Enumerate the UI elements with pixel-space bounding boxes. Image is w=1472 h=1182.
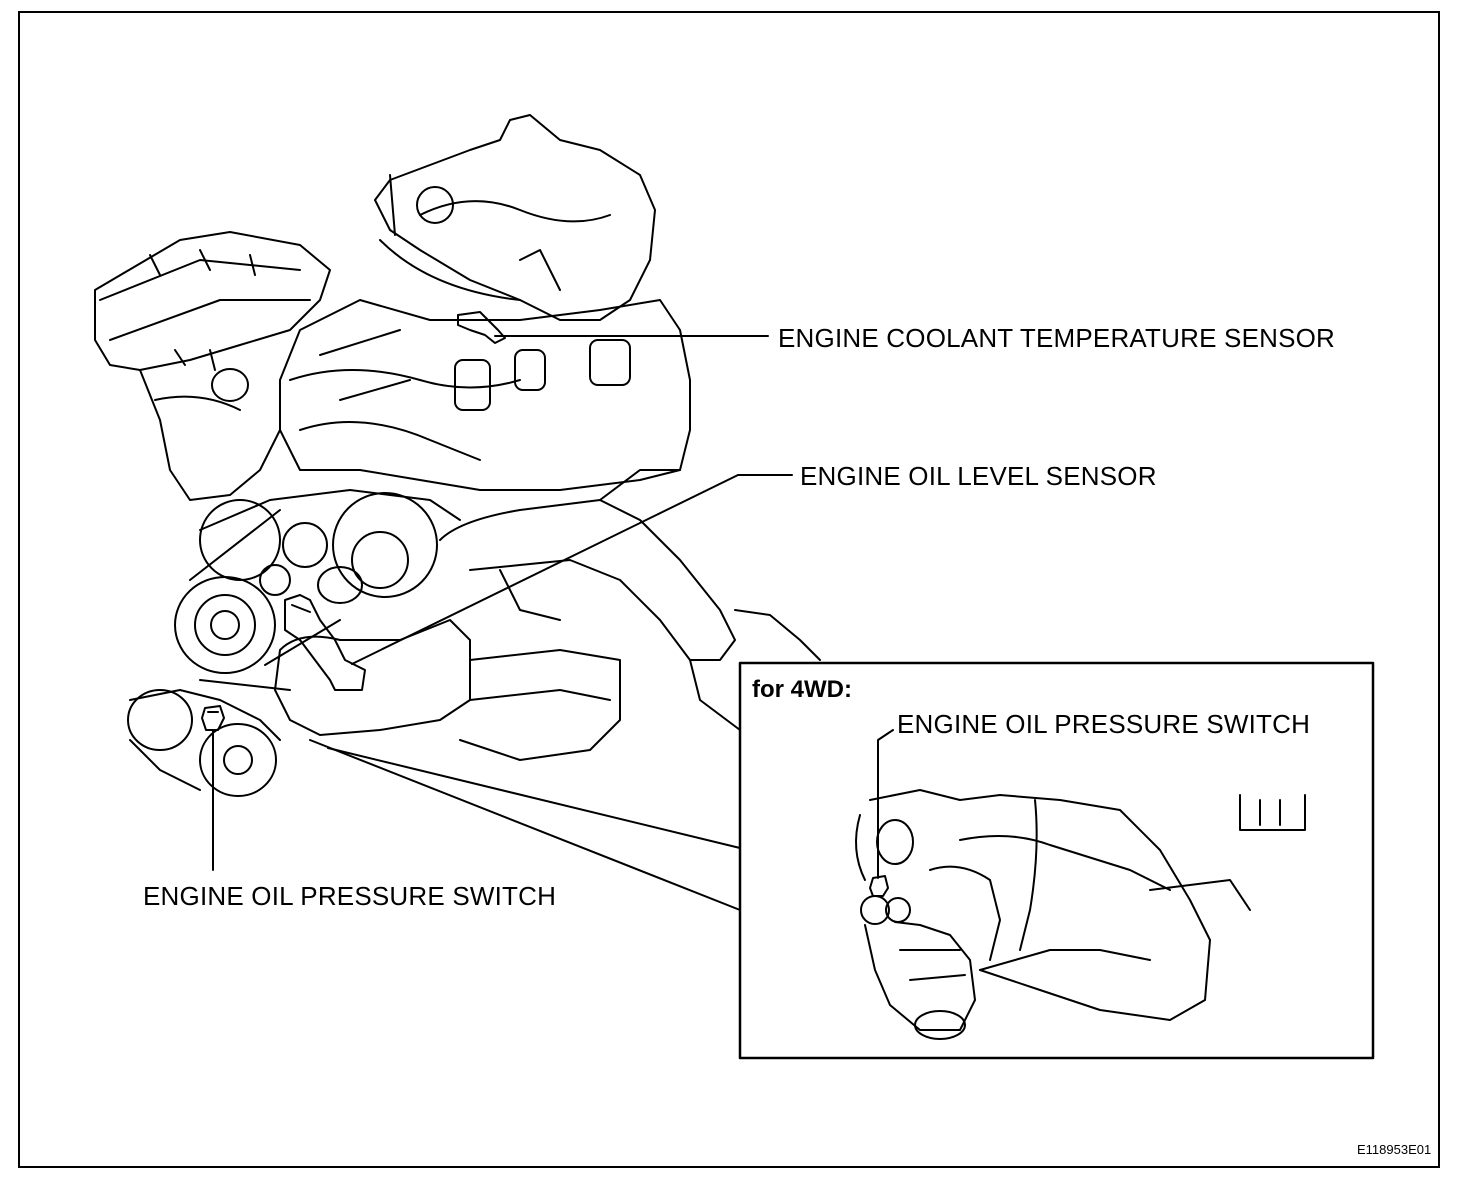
inset-callout-line-upper [327, 747, 741, 849]
coolant-temperature-sensor-label: ENGINE COOLANT TEMPERATURE SENSOR [778, 323, 1336, 353]
engine-drawing [94, 114, 821, 797]
diagram-frame [18, 11, 1440, 1168]
figure-id: E118953E01 [1357, 1142, 1432, 1157]
inset-oil-pressure-switch-label: ENGINE OIL PRESSURE SWITCH [897, 709, 1311, 739]
leader-lines [212, 335, 793, 911]
inset-title: for 4WD: [752, 676, 852, 703]
oil-pressure-switch-label: ENGINE OIL PRESSURE SWITCH [143, 881, 557, 911]
inset-4wd [738, 661, 1375, 1060]
inset-callout-line-lower [309, 739, 741, 911]
oil-level-sensor-label: ENGINE OIL LEVEL SENSOR [800, 461, 1157, 491]
oil-level-sensor-leader-a [351, 474, 739, 665]
